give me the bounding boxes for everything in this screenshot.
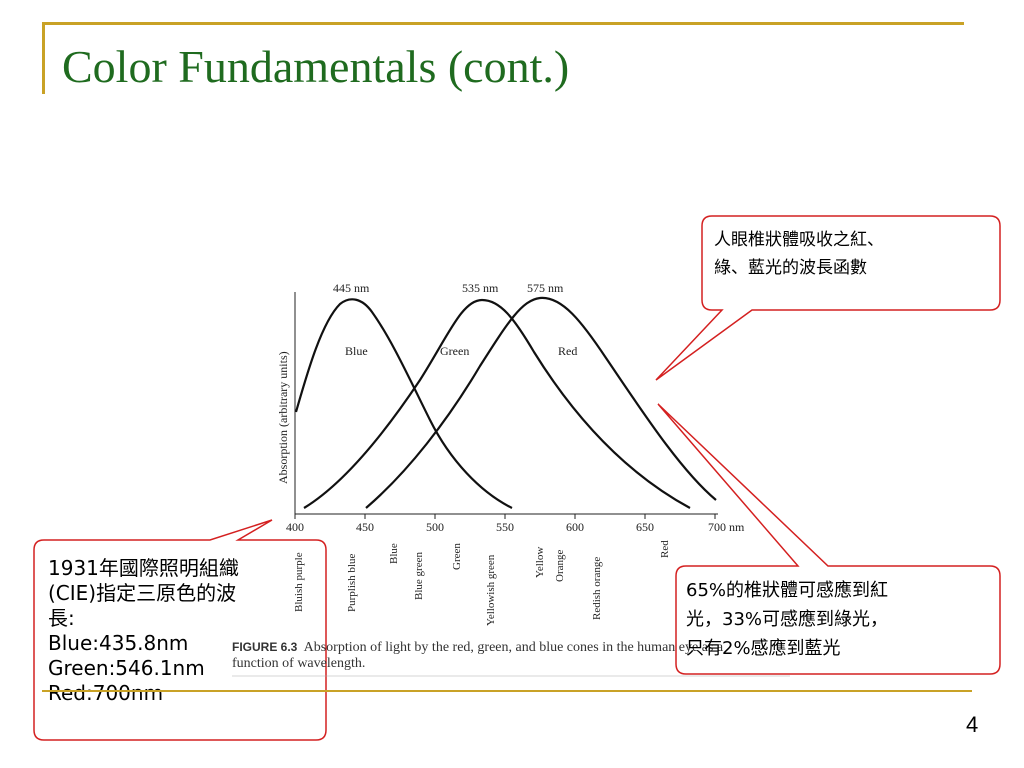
curve-label-blue: Blue [345,344,368,358]
blue-cone-curve [294,298,513,509]
caption-line-1: Absorption of light by the red, green, a… [303,640,724,655]
peak-label-575: 575 nm [527,281,564,295]
curve-label-red: Red [558,344,577,358]
absorption-figure: 445 nm 535 nm 575 nm Blue Green Red Abso… [232,281,790,677]
x-tick-400: 400 [286,520,304,534]
callout-line: 只有2%感應到藍光 [686,638,841,659]
callout-line: 1931年國際照明組織 [48,556,239,580]
callout-bubble-bottom-right [657,403,1001,675]
color-name-yellow: Yellow [534,547,546,578]
color-name-blue: Blue [388,543,400,564]
callout-line: Green:546.1nm [48,656,205,680]
callout-cie-standard: 1931年國際照明組織 (CIE)指定三原色的波 長: Blue:435.8nm… [34,556,326,706]
left-rule [42,22,45,94]
top-rule [42,22,964,25]
color-name-orange: Orange [554,550,566,582]
caption-label: FIGURE 6.3 [232,640,298,654]
callout-line: Blue:435.8nm [48,631,189,655]
peak-label-445: 445 nm [333,281,370,295]
color-name-blue-green: Blue green [413,552,425,600]
x-tick-600: 600 [566,520,584,534]
caption-line-2: function of wavelength. [232,656,366,671]
x-tick-500: 500 [426,520,444,534]
callout-line: 長: [48,606,75,630]
x-tick-450: 450 [356,520,374,534]
peak-label-535: 535 nm [462,281,499,295]
curve-label-green: Green [440,344,469,358]
x-tick-650: 650 [636,520,654,534]
callout-line: Red:700nm [48,681,164,705]
callout-bubble-bottom-left [33,519,327,741]
y-axis-label: Absorption (arbitrary units) [276,351,290,484]
callout-line: 65%的椎狀體可感應到紅 [686,580,889,601]
color-name-red: Red [659,540,671,558]
color-name-green: Green [451,543,463,570]
callout-line: 光，33%可感應到綠光， [686,609,889,630]
color-name-yellowish-green: Yellowish green [485,554,497,626]
callout-cone-function: 人眼椎狀體吸收之紅、 綠、藍光的波長函數 [700,226,990,282]
green-cone-curve [303,298,691,509]
color-name-redish-orange: Redish orange [591,557,603,620]
callout-line: 人眼椎狀體吸收之紅、 [714,230,884,250]
bottom-rule [42,690,972,692]
red-cone-curve [365,296,717,509]
page-number: 4 [966,712,979,737]
figure-caption: FIGURE 6.3 Absorption of light by the re… [232,639,723,672]
callout-cone-percent: 65%的椎狀體可感應到紅 光，33%可感應到綠光， 只有2%感應到藍光 [676,576,998,663]
callout-bubble-top-right [655,215,1001,381]
color-name-purplish-blue: Purplish blue [346,554,358,612]
x-tick-550: 550 [496,520,514,534]
callout-line: (CIE)指定三原色的波 [48,581,237,605]
x-tick-700: 700 nm [708,520,745,534]
color-name-bluish-purple: Bluish purple [293,552,305,612]
slide-title: Color Fundamentals (cont.) [62,41,570,92]
callout-line: 綠、藍光的波長函數 [714,258,867,278]
